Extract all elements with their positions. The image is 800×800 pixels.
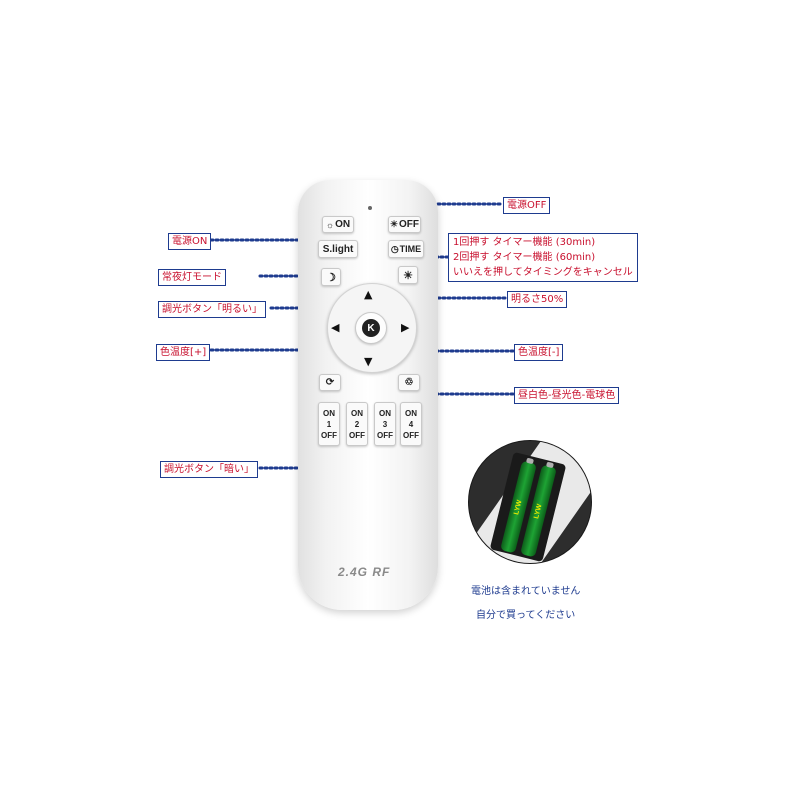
sun-icon: ☼ bbox=[325, 219, 335, 230]
slight-button[interactable]: S.light bbox=[318, 240, 358, 258]
dim-up-button[interactable]: ▲ bbox=[364, 288, 372, 301]
label-night-mode: 常夜灯モード bbox=[158, 269, 226, 286]
zone-1-button[interactable]: ON 1 OFF bbox=[318, 402, 340, 446]
zone-3-button[interactable]: ON 3 OFF bbox=[374, 402, 396, 446]
power-off-button[interactable]: ☀ OFF bbox=[388, 216, 421, 233]
color-plus-button[interactable]: ◀ bbox=[331, 321, 339, 334]
sun-half-icon: ☀ bbox=[403, 269, 413, 282]
triangle-right-icon: ▶ bbox=[401, 321, 410, 334]
zone-4-button[interactable]: ON 4 OFF bbox=[400, 402, 422, 446]
color-cycle-button[interactable]: ♲ bbox=[398, 374, 420, 391]
label-timer: 1回押す タイマー機能 (30min) 2回押す タイマー機能 (60min) … bbox=[448, 233, 638, 282]
brand-label: 2.4G RF bbox=[338, 565, 391, 579]
brightness-50-button[interactable]: ☀ bbox=[398, 266, 418, 284]
label-brightness-50: 明るさ50% bbox=[507, 291, 568, 308]
power-on-button[interactable]: ☼ ON bbox=[322, 216, 354, 233]
triangle-up-icon: ▲ bbox=[364, 288, 373, 301]
label-power-off: 電源OFF bbox=[503, 197, 551, 214]
battery-note-line1: 電池は含まれていません bbox=[471, 586, 581, 597]
zone-2-button[interactable]: ON 2 OFF bbox=[346, 402, 368, 446]
label-color-cycle: 昼白色-昼光色-電球色 bbox=[514, 387, 620, 404]
recycle-icon: ♲ bbox=[404, 377, 414, 388]
center-k-button[interactable]: K bbox=[355, 312, 387, 344]
cycle-icon: ⟳ bbox=[325, 377, 335, 388]
color-minus-button[interactable]: ▶ bbox=[401, 321, 409, 334]
dim-down-button[interactable]: ▼ bbox=[364, 355, 372, 368]
label-dim-bright: 調光ボタン「明るい」 bbox=[158, 301, 266, 318]
label-dim-dark: 調光ボタン「暗い」 bbox=[160, 461, 258, 478]
sun-icon: ☀ bbox=[389, 219, 399, 229]
triangle-left-icon: ◀ bbox=[331, 321, 340, 334]
night-mode-button[interactable]: ☽ bbox=[321, 268, 341, 286]
label-color-minus: 色温度[-] bbox=[514, 344, 564, 361]
battery-note-line2: 自分で買ってください bbox=[476, 610, 576, 621]
moon-icon: ☽ bbox=[326, 271, 336, 284]
timer-button[interactable]: ◷ TIME bbox=[388, 240, 424, 258]
battery-compartment-image: LYW LYW bbox=[468, 440, 592, 564]
k-icon: K bbox=[362, 319, 380, 337]
triangle-down-icon: ▼ bbox=[364, 355, 373, 368]
ir-indicator bbox=[368, 206, 372, 210]
mode-cycle-button[interactable]: ⟳ bbox=[319, 374, 341, 391]
clock-icon: ◷ bbox=[390, 243, 399, 254]
label-color-plus: 色温度[+] bbox=[156, 344, 211, 361]
label-power-on: 電源ON bbox=[168, 233, 212, 250]
